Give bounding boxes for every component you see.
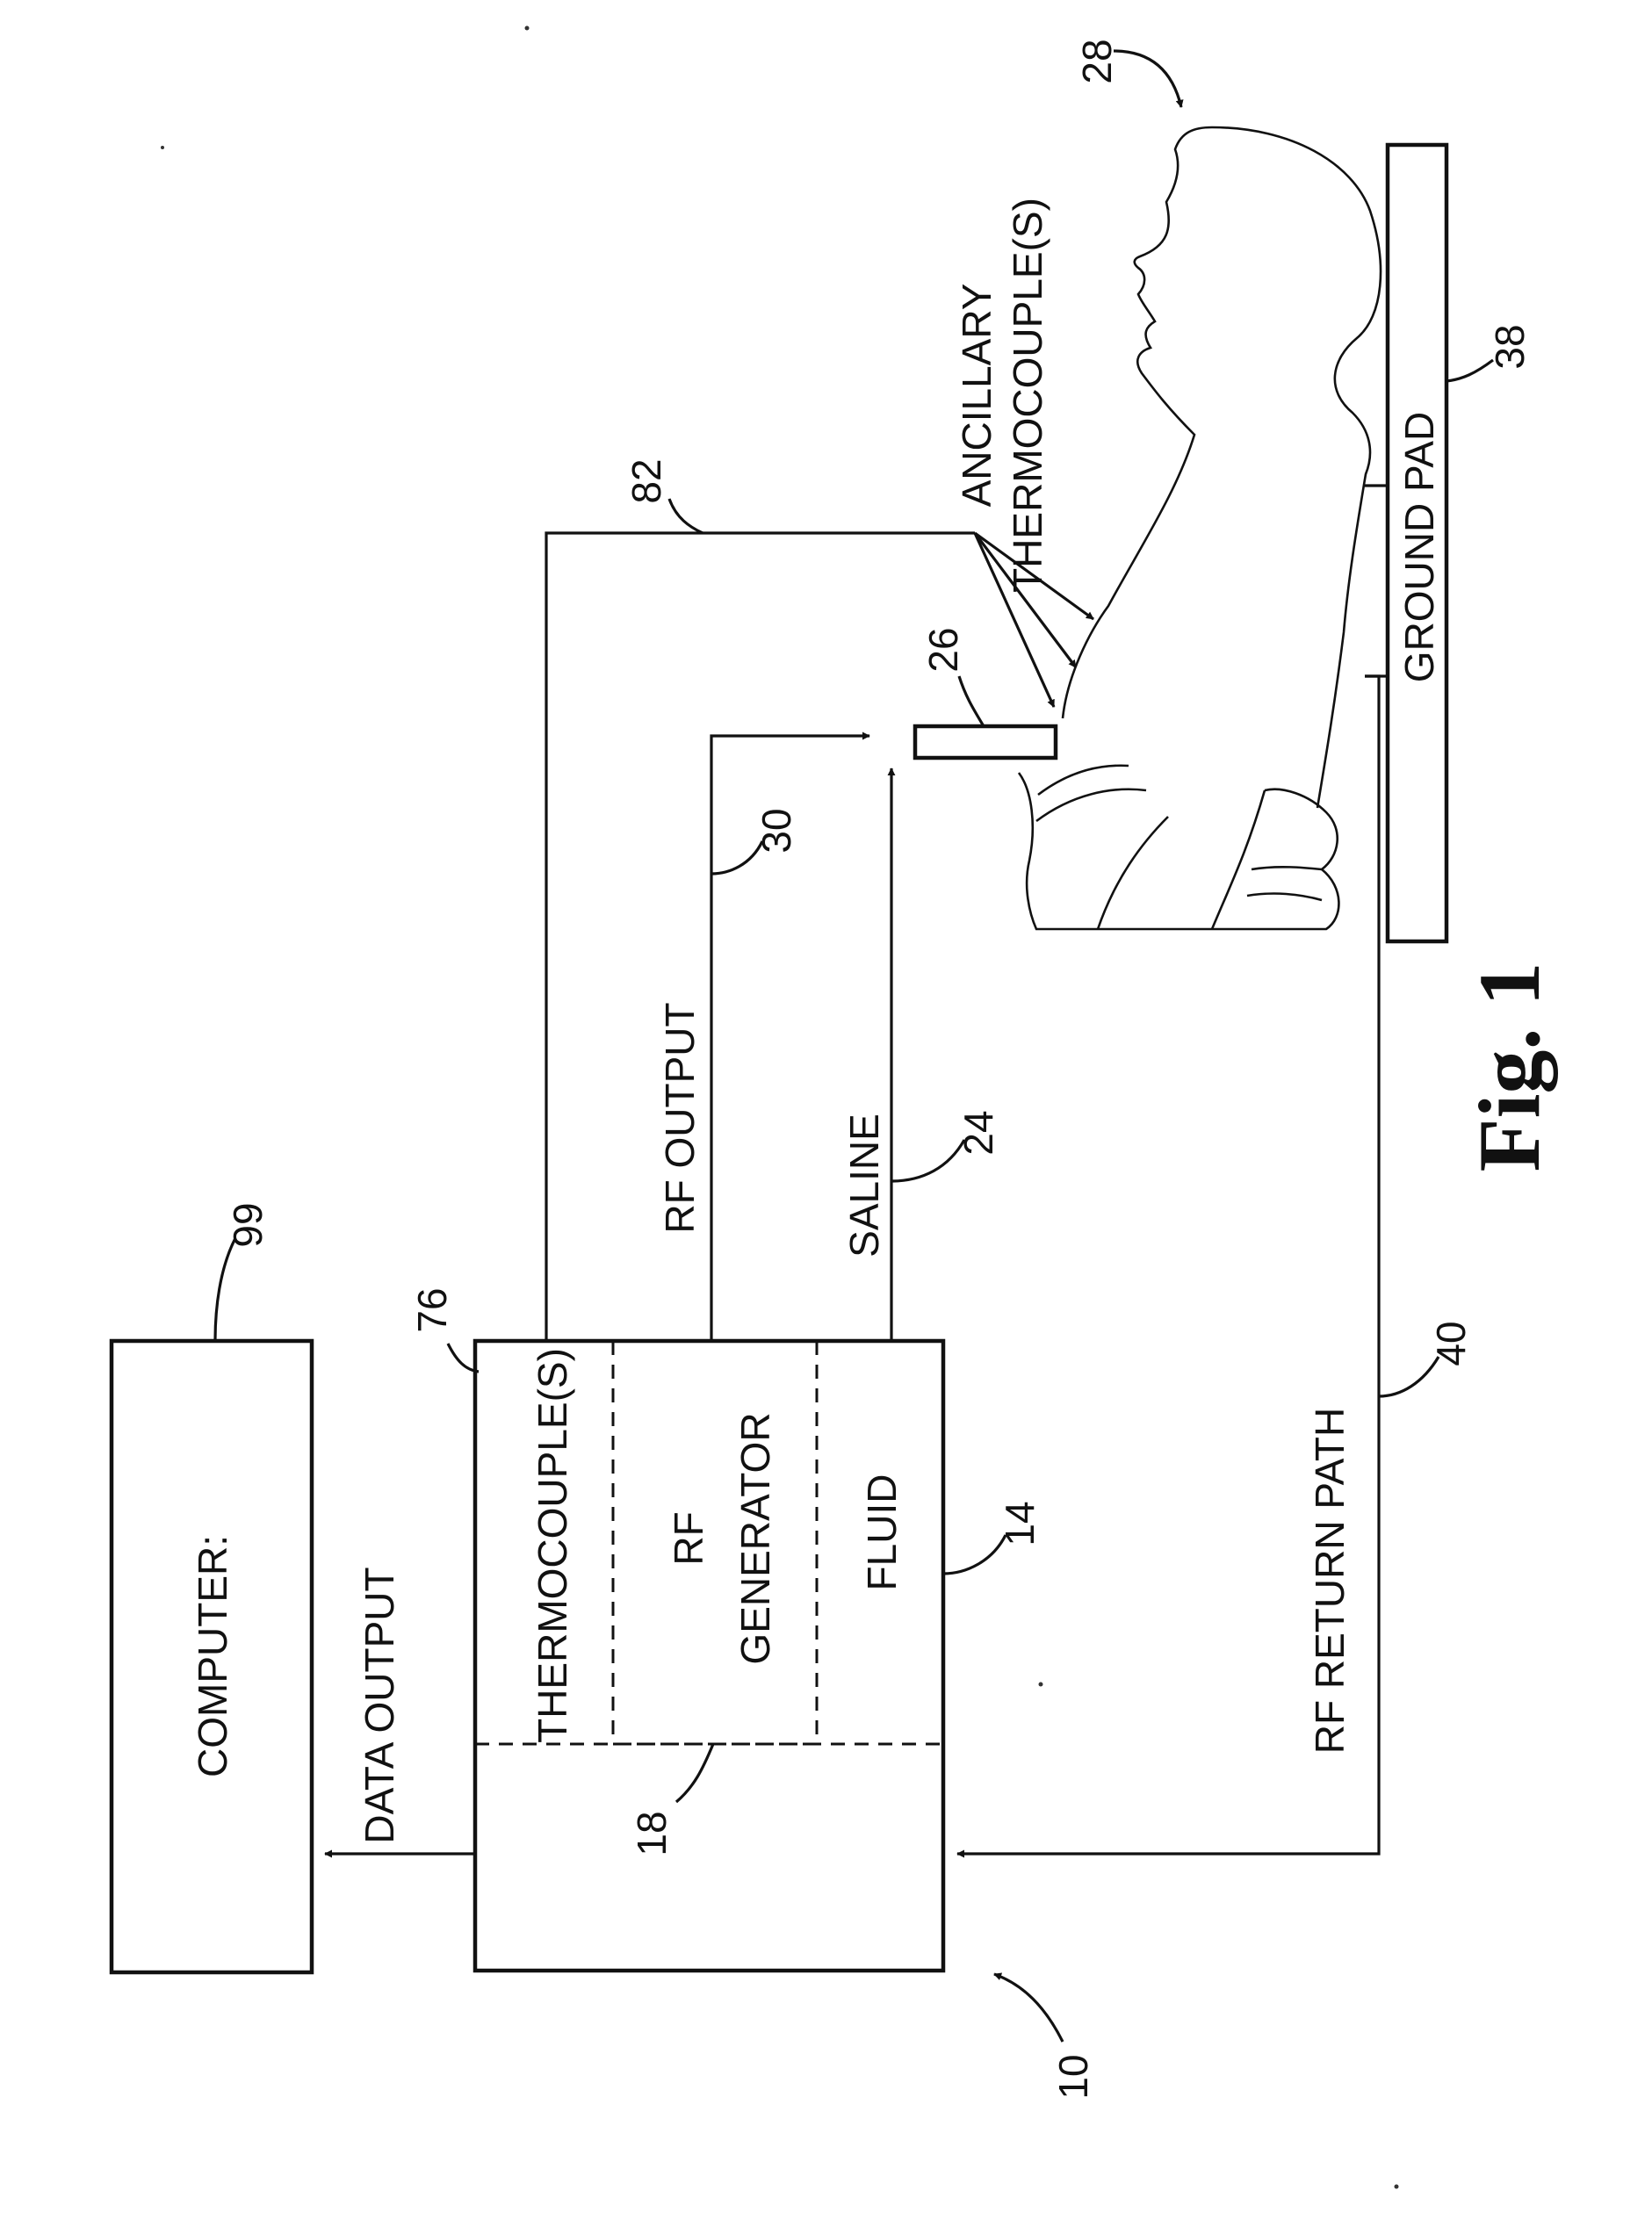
figure-label: Fig. 1 bbox=[1461, 962, 1558, 1172]
ground-pad-label: GROUND PAD bbox=[1396, 412, 1442, 682]
ref-40: 40 bbox=[1428, 1321, 1474, 1366]
ref-28-leader bbox=[1114, 51, 1181, 107]
scan-speck bbox=[1039, 1683, 1043, 1687]
ref-26: 26 bbox=[920, 627, 966, 672]
patient-outline bbox=[1063, 127, 1381, 808]
rf-return-path-label: RF RETURN PATH bbox=[1307, 1408, 1353, 1754]
ref-24-leader bbox=[891, 1140, 964, 1181]
thermocouples-label: THERMOCOUPLE(S) bbox=[530, 1348, 575, 1743]
ref-24: 24 bbox=[956, 1110, 1001, 1155]
ref-18-leader bbox=[676, 1744, 713, 1802]
ref-99: 99 bbox=[225, 1202, 271, 1247]
patient-body-outline bbox=[1019, 773, 1338, 929]
rf-generator-label-line1: RF bbox=[666, 1511, 711, 1565]
rf-output-label: RF OUTPUT bbox=[657, 1002, 703, 1233]
gown-fold-3 bbox=[1098, 817, 1168, 929]
scan-speck bbox=[525, 26, 530, 31]
ref-10-leader bbox=[994, 1974, 1063, 2042]
ref-82: 82 bbox=[624, 458, 669, 503]
ref-10: 10 bbox=[1050, 2054, 1096, 2099]
rf-generator-label-line2: GENERATOR bbox=[732, 1412, 778, 1664]
fluid-label: FLUID bbox=[859, 1474, 905, 1591]
saline-label: SALINE bbox=[841, 1114, 887, 1258]
ancillary-label-line1: ANCILLARY bbox=[954, 284, 999, 508]
gown-fold-2 bbox=[1036, 789, 1146, 821]
data-output-label: DATA OUTPUT bbox=[357, 1567, 402, 1843]
ref-28: 28 bbox=[1074, 39, 1120, 83]
treatment-device bbox=[915, 726, 1056, 758]
gown-fold-6 bbox=[1247, 894, 1322, 900]
gown-fold-5 bbox=[1252, 867, 1322, 869]
gown-fold-4 bbox=[1212, 790, 1265, 929]
ref-26-leader bbox=[959, 676, 984, 726]
ancillary-label-line2: THERMOCOUPLE(S) bbox=[1005, 198, 1050, 593]
computer-label: COMPUTER: bbox=[190, 1535, 235, 1777]
ref-76: 76 bbox=[409, 1287, 455, 1332]
ref-99-leader bbox=[215, 1238, 235, 1341]
thermocouple-line bbox=[546, 533, 975, 1341]
ref-82-leader bbox=[669, 499, 703, 533]
ref-38: 38 bbox=[1487, 324, 1533, 369]
scan-speck bbox=[161, 146, 164, 149]
ref-18: 18 bbox=[629, 1811, 675, 1856]
scan-speck bbox=[1395, 2185, 1399, 2189]
